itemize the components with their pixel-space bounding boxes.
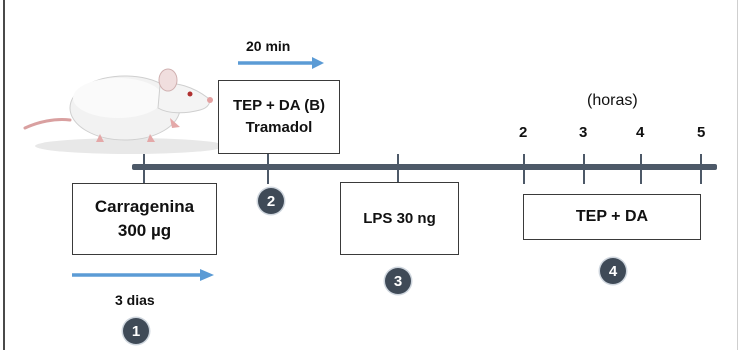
timeline-axis <box>132 164 717 170</box>
timeline-tick <box>267 154 269 184</box>
step-box-tep-da-tramadol: TEP + DA (B) Tramadol <box>218 80 340 154</box>
step-number-badge: 3 <box>385 268 411 294</box>
arrow-label-3dias: 3 dias <box>115 292 155 308</box>
step-number-badge: 1 <box>123 318 149 344</box>
step-box-carragenina: Carragenina 300 µg <box>72 183 217 255</box>
hour-tick-label: 4 <box>636 124 645 141</box>
frame-border-left <box>3 0 5 350</box>
hour-tick-label: 5 <box>697 124 706 141</box>
hours-unit-label: (horas) <box>587 92 638 109</box>
step-box-line: TEP + DA (B) <box>232 97 326 114</box>
step-box-line: Tramadol <box>245 119 313 136</box>
hour-tick-label: 2 <box>519 124 528 141</box>
step-box-line: Carragenina <box>94 197 195 216</box>
step-box-lps: LPS 30 ng <box>340 182 459 255</box>
step-box-line: LPS 30 ng <box>363 210 436 227</box>
step-box-line: 300 µg <box>117 221 172 240</box>
step-box-line: TEP + DA <box>575 208 649 225</box>
step-number-badge: 4 <box>600 258 626 284</box>
timeline-tick <box>640 154 642 184</box>
timeline-tick <box>700 154 702 184</box>
timeline-tick <box>143 154 145 184</box>
rat-icon <box>23 68 225 154</box>
duration-arrow-3dias <box>72 269 214 281</box>
timeline-tick <box>523 154 525 184</box>
frame-border-right <box>737 0 738 350</box>
hour-tick-label: 3 <box>579 124 588 141</box>
arrow-label-20min: 20 min <box>246 38 291 54</box>
duration-arrow-20min <box>238 57 324 69</box>
timeline-tick <box>397 154 399 184</box>
step-box-tep-da: TEP + DA <box>523 194 701 240</box>
step-number-badge: 2 <box>258 188 284 214</box>
timeline-tick <box>583 154 585 184</box>
